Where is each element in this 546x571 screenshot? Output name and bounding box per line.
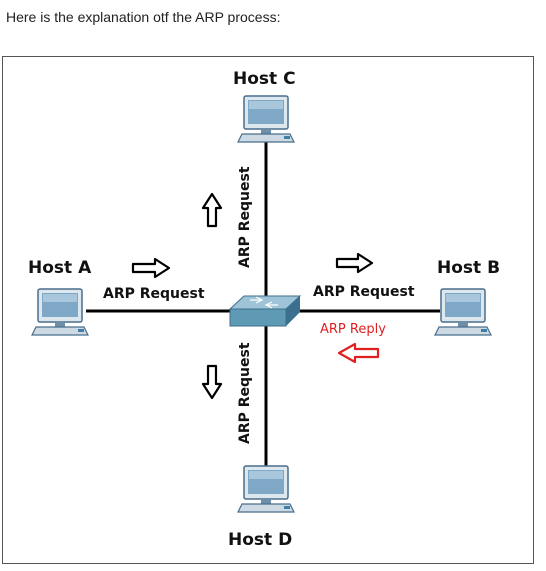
- arrow-icon-right-left: [131, 257, 171, 279]
- arrow-icon-reply-left: [337, 342, 380, 364]
- computer-icon-host-c: [237, 95, 295, 143]
- host-d-label: Host D: [228, 530, 292, 550]
- computer-icon-host-d: [237, 465, 295, 513]
- arrow-icon-right-right: [335, 252, 374, 274]
- arp-reply-label: ARP Reply: [320, 322, 386, 337]
- host-a-label: Host A: [28, 258, 92, 278]
- switch-icon: [228, 295, 302, 327]
- arrow-icon-up: [201, 192, 223, 228]
- diagram-frame: [2, 56, 534, 564]
- arp-request-down-label: ARP Request: [237, 342, 253, 444]
- arp-request-right-label: ARP Request: [313, 284, 415, 300]
- arrow-icon-down: [201, 364, 223, 400]
- computer-icon-host-a: [31, 288, 89, 336]
- computer-icon-host-b: [434, 288, 492, 336]
- arp-request-left-label: ARP Request: [103, 286, 205, 302]
- host-b-label: Host B: [437, 258, 500, 278]
- caption: Here is the explanation otf the ARP proc…: [6, 9, 281, 25]
- arp-request-up-label: ARP Request: [237, 166, 253, 268]
- host-c-label: Host C: [233, 69, 296, 89]
